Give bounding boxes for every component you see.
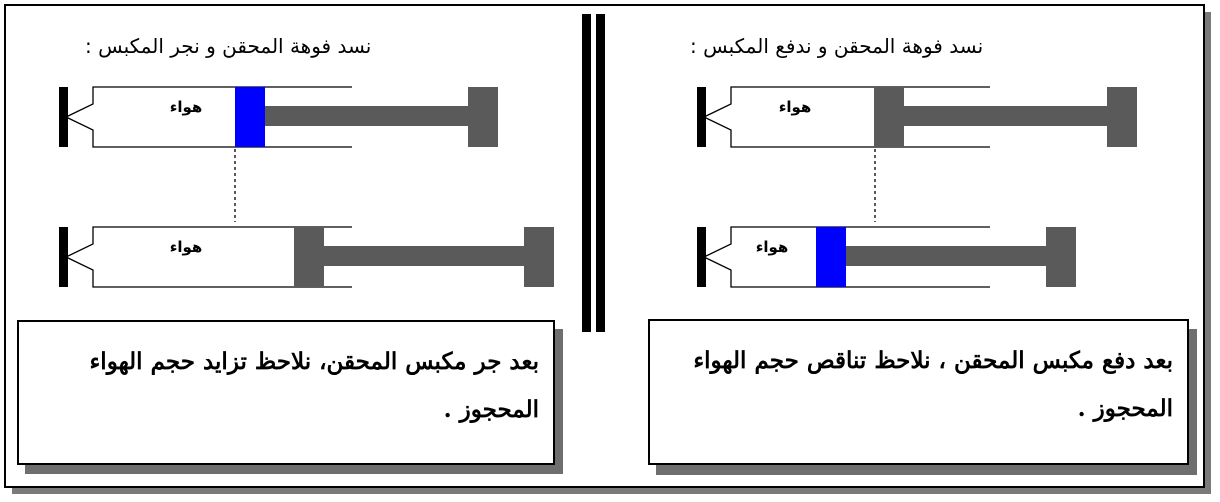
syringe-barrel <box>703 86 990 118</box>
syringe-barrel-bottom <box>65 256 352 288</box>
nozzle-cap <box>697 227 706 287</box>
nozzle-cap <box>59 87 68 147</box>
syringe-barrel-bottom <box>703 256 990 288</box>
plunger-head <box>235 87 265 147</box>
left-conclusion-box: بعد جر مكبس المحقن، نلاحظ تزايد حجم الهو… <box>17 320 555 465</box>
left-top-syringe: هواء <box>59 86 498 148</box>
center-divider-right <box>596 14 605 332</box>
plunger-head <box>294 227 324 287</box>
plunger-thumb-rest <box>468 87 498 147</box>
air-label: هواء <box>756 238 789 256</box>
left-bottom-syringe: هواء <box>59 226 554 288</box>
right-bottom-syringe: هواء <box>697 226 1076 288</box>
plunger-rod <box>846 246 1046 266</box>
left-caption: نسد فوهة المحقن و نجر المكبس : <box>85 34 372 58</box>
air-label: هواء <box>170 238 203 256</box>
syringe-barrel <box>703 226 990 258</box>
plunger-thumb-rest <box>1107 87 1137 147</box>
air-label: هواء <box>170 98 203 116</box>
right-caption: نسد فوهة المحقن و ندفع المكبس : <box>690 34 984 58</box>
plunger-thumb-rest <box>524 227 554 287</box>
air-label: هواء <box>779 98 812 116</box>
plunger-thumb-rest <box>1046 227 1076 287</box>
syringe-barrel <box>65 226 352 258</box>
plunger-head <box>816 227 846 287</box>
syringe-barrel-bottom <box>703 116 990 148</box>
right-top-syringe: هواء <box>697 86 1137 148</box>
plunger-rod <box>265 106 468 126</box>
plunger-rod <box>904 106 1107 126</box>
nozzle-cap <box>697 87 706 147</box>
plunger-head <box>874 87 904 147</box>
right-conclusion-box: بعد دفع مكبس المحقن ، نلاحظ تناقص حجم ال… <box>648 319 1189 465</box>
center-divider-left <box>582 14 591 332</box>
syringe-barrel-bottom <box>65 116 352 148</box>
nozzle-cap <box>59 227 68 287</box>
plunger-rod <box>324 246 524 266</box>
syringe-barrel <box>65 86 352 118</box>
